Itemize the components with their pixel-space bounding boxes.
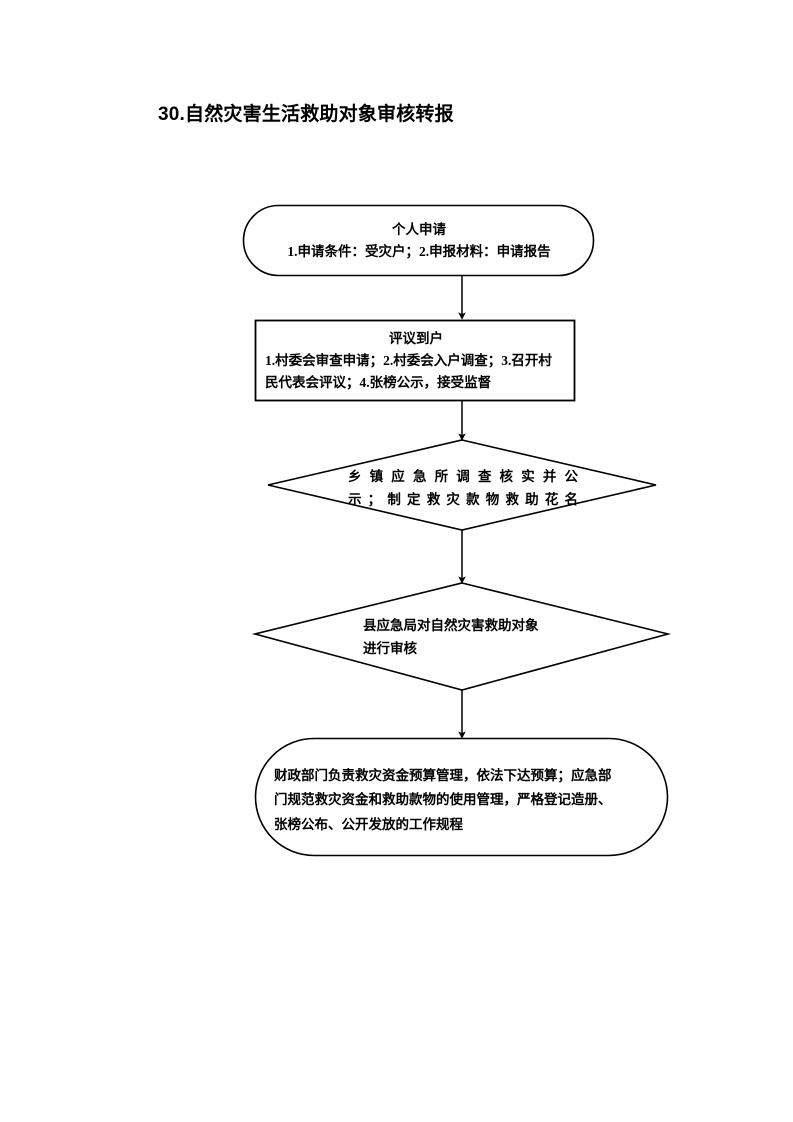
node-finance-line-3: 张榜公布、公开发放的工作规程 [274, 816, 463, 832]
node-county-line-1: 县应急局对自然灾害救助对象 [363, 618, 539, 633]
node-review-line-1: 1.村委会审查申请；2.村委会入户调查；3.召开村 [265, 352, 552, 368]
node-town-line-2: 示；制定救灾款物救助花名 [348, 491, 578, 507]
node-town-line-1: 乡镇应急所调查核实并公 [348, 469, 578, 484]
page-title: 30.自然灾害生活救助对象审核转报 [158, 104, 454, 125]
node-county-line-2: 进行审核 [363, 640, 417, 656]
node-town-label: 乡镇应急所调查核实并公 示；制定救灾款物救助花名 [348, 466, 578, 511]
node-finance-line-1: 财政部门负责救灾资金预算管理，依法下达预算；应急部 [274, 768, 612, 783]
node-review-line-2: 民代表会评议；4.张榜公示，接受监督 [265, 374, 492, 390]
node-review-heading: 评议到户 [389, 331, 443, 346]
node-finance-label: 财政部门负责救灾资金预算管理，依法下达预算；应急部 门规范救灾资金和救助款物的使… [274, 764, 614, 837]
node-start-line-1: 1.申请条件：受灾户；2.申报材料：申请报告 [287, 243, 551, 259]
node-start-heading: 个人申请 [392, 222, 446, 237]
node-review-label: 评议到户 1.村委会审查申请；2.村委会入户调查；3.召开村 民代表会评议；4.… [265, 328, 567, 394]
node-county-label: 县应急局对自然灾害救助对象 进行审核 [363, 615, 593, 660]
node-finance-line-2: 门规范救灾资金和救助款物的使用管理，严格登记造册、 [274, 792, 612, 808]
node-start-label: 个人申请 1.申请条件：受灾户；2.申报材料：申请报告 [258, 219, 580, 263]
